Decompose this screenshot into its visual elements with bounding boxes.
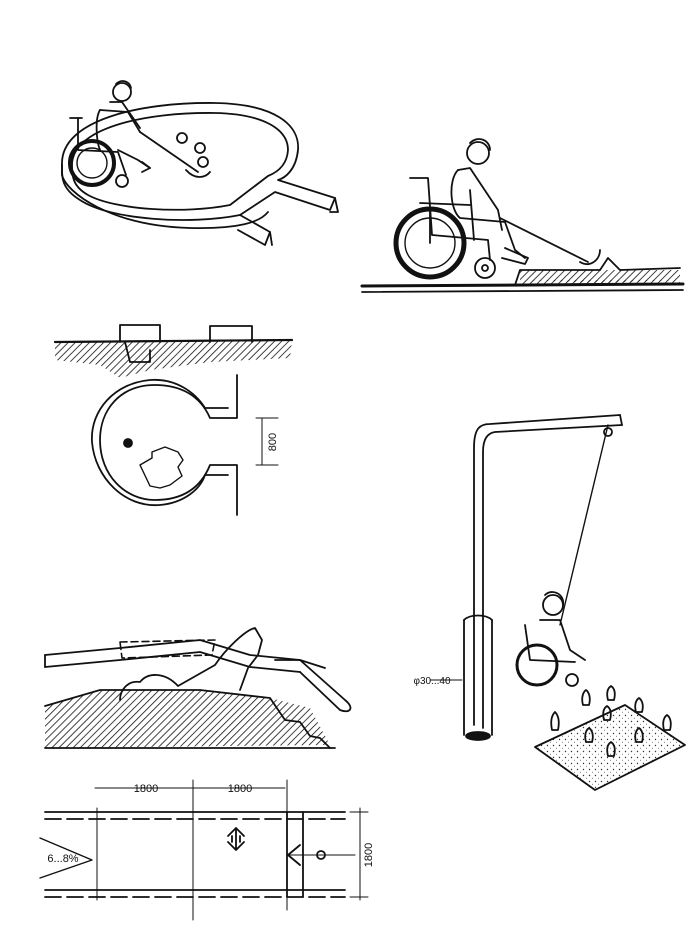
- ramp-plan: [39, 779, 369, 921]
- course-edge-section: [53, 324, 294, 378]
- gap-width-label: 800: [267, 433, 279, 451]
- span-right-label: 1800: [228, 783, 252, 795]
- mini-golf-course-perspective: [61, 80, 339, 246]
- pole-diameter-label: φ30...40: [413, 676, 451, 687]
- golf-hole-plan: [91, 374, 279, 516]
- ramp-slope-label: 6...8%: [47, 853, 78, 865]
- ramp-width-label: 1800: [363, 843, 375, 867]
- ramp-section: [44, 627, 352, 749]
- wheelchair-golfer-elevation: [360, 138, 685, 293]
- pendulum-skittles-perspective: [429, 414, 686, 791]
- span-left-label: 1800: [134, 783, 158, 795]
